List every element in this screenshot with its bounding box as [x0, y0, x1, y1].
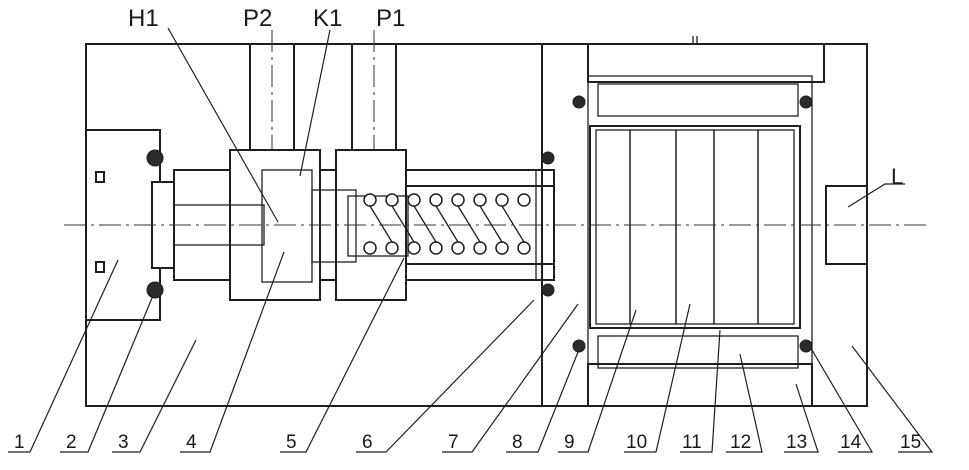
part-number-4: 4 [186, 432, 197, 453]
part-number-5: 5 [286, 432, 297, 453]
part-number-2: 2 [66, 432, 77, 453]
part-number-labels: 1 2 3 4 5 6 7 8 9 10 11 12 13 14 15 [14, 432, 921, 453]
label-h1: H1 [128, 5, 159, 32]
part-number-7: 7 [448, 432, 459, 453]
port-p2 [250, 30, 294, 152]
part-number-6: 6 [362, 432, 373, 453]
part-number-14: 14 [840, 432, 862, 453]
label-l: L [891, 164, 903, 189]
coil-top [598, 84, 798, 116]
part-number-13: 13 [786, 432, 807, 453]
part-number-15: 15 [900, 432, 921, 453]
part-number-9: 9 [564, 432, 575, 453]
part-number-11: 11 [682, 432, 702, 453]
part-number-3: 3 [118, 432, 129, 453]
label-k1: K1 [313, 5, 342, 32]
part-number-12: 12 [730, 432, 751, 453]
label-p2: P2 [243, 5, 272, 32]
label-p1: P1 [376, 5, 405, 32]
part-number-8: 8 [512, 432, 523, 453]
armature-assembly [590, 126, 800, 328]
part-number-1: 1 [14, 432, 25, 453]
port-p1 [352, 30, 396, 152]
part-number-10: 10 [626, 432, 647, 453]
